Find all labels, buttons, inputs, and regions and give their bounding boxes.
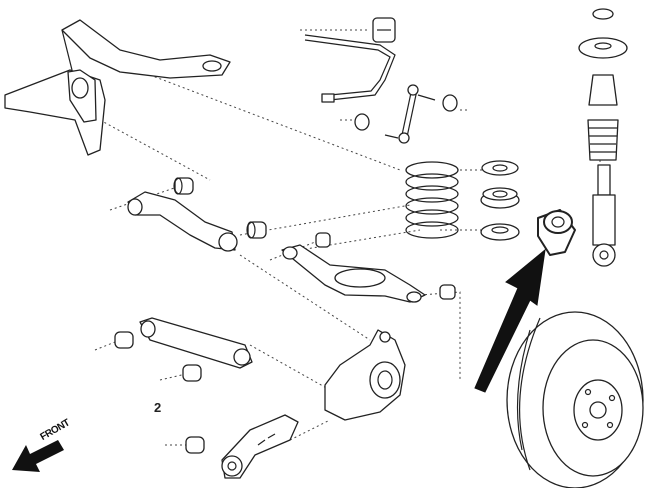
spring-seats — [480, 160, 520, 241]
wheel-and-tire — [506, 311, 644, 488]
pointer-arrow — [474, 248, 546, 393]
link-bushing — [354, 94, 458, 131]
stabilizer-link — [384, 84, 436, 144]
rear-subframe — [4, 19, 231, 156]
highlighted-bushing — [537, 209, 576, 256]
stabilizer-bar — [304, 17, 396, 103]
rear-knuckle — [324, 329, 406, 421]
coil-spring — [405, 161, 459, 239]
callout-number: 2 — [154, 400, 162, 415]
assembly-guide-lines — [94, 29, 601, 446]
lower-control-arm — [281, 232, 456, 303]
front-direction-arrow-icon — [12, 440, 64, 472]
toe-link — [114, 317, 253, 382]
trailing-arm — [185, 414, 299, 479]
upper-arm-bushings — [173, 177, 267, 239]
shock-absorber — [578, 8, 628, 267]
upper-control-arm — [127, 191, 238, 252]
